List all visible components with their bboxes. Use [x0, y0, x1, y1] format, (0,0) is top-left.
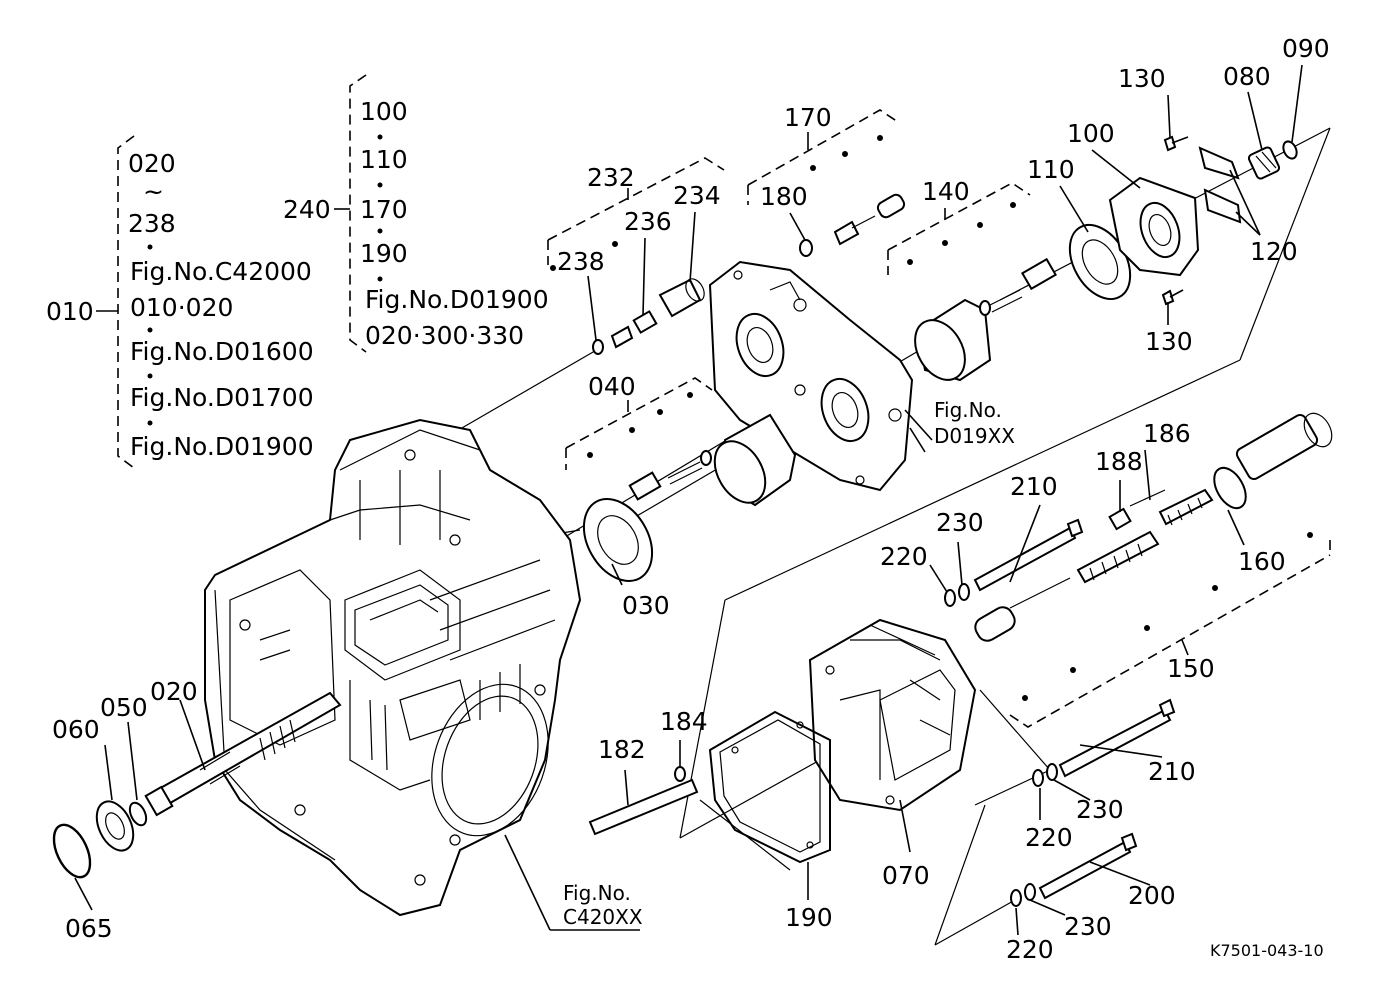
callout-labels: 010 020 ~ 238 Fig.No.C42000 010·020 Fig.…	[46, 34, 1330, 964]
cylinder-block-040	[628, 413, 797, 507]
label-140: 140	[922, 177, 970, 206]
group-marker-dots	[550, 135, 1313, 701]
label-230-b: 230	[1076, 795, 1124, 824]
o-ring-184	[674, 766, 686, 782]
drawing-number: K7501-043-10	[1210, 941, 1324, 960]
group-170-box	[747, 109, 899, 205]
snap-ring-065	[52, 823, 92, 879]
valve-170-parts	[799, 193, 906, 257]
label-110: 110	[1027, 155, 1075, 184]
label-050: 050	[100, 693, 148, 722]
label-090: 090	[1282, 34, 1330, 63]
label-210-a: 210	[1010, 472, 1058, 501]
label-020-range-start: 020	[128, 149, 176, 178]
label-184: 184	[660, 707, 708, 736]
needle-bearing-080	[1247, 146, 1281, 180]
label-230-a: 230	[936, 508, 984, 537]
bolt-200	[1038, 832, 1138, 900]
input-shaft-020	[144, 691, 342, 817]
label-fig-no-a: Fig.No.	[934, 398, 1002, 422]
label-fig-d019xx: D019XX	[934, 424, 1015, 448]
label-030: 030	[622, 591, 670, 620]
seal-090	[1282, 140, 1298, 160]
group-232-box	[547, 157, 725, 265]
gasket-190	[708, 710, 831, 864]
swash-plate-100	[1108, 176, 1200, 277]
label-170: 170	[784, 103, 832, 132]
label-020-300-330: 020·300·330	[365, 321, 524, 350]
label-020: 020	[150, 677, 198, 706]
label-236: 236	[624, 207, 672, 236]
label-238-range-end: 238	[128, 209, 176, 238]
label-200: 200	[1128, 881, 1176, 910]
plate-120	[1198, 146, 1242, 224]
label-100-top: 100	[360, 97, 408, 126]
cylinder-block-140	[914, 257, 1057, 382]
transmission-case	[204, 418, 582, 917]
bolt-210-upper	[973, 518, 1084, 592]
label-190-top: 190	[360, 239, 408, 268]
label-060: 060	[52, 715, 100, 744]
label-170-top: 170	[360, 195, 408, 224]
label-238: 238	[557, 247, 605, 276]
label-fig-c42000: Fig.No.C42000	[130, 257, 312, 286]
oil-seal-060	[95, 800, 135, 852]
label-070: 070	[882, 861, 930, 890]
group-140-box	[887, 182, 1031, 275]
label-230-c: 230	[1064, 912, 1112, 941]
check-valve-232-parts	[592, 278, 705, 355]
label-tilde: ~	[143, 177, 164, 206]
label-160: 160	[1238, 547, 1286, 576]
hst-center-section	[708, 260, 914, 492]
bracket-010	[96, 135, 153, 469]
label-240: 240	[283, 195, 331, 224]
label-040: 040	[588, 372, 636, 401]
label-182: 182	[598, 735, 646, 764]
label-210-b: 210	[1148, 757, 1196, 786]
label-130-a: 130	[1118, 64, 1166, 93]
washers-220-230-lower	[1032, 763, 1058, 787]
group-040-box	[565, 377, 713, 470]
label-010-020: 010·020	[130, 293, 233, 322]
rear-cover-070	[808, 618, 977, 812]
label-010: 010	[46, 297, 94, 326]
control-valve-150	[974, 412, 1333, 642]
label-220-b: 220	[1025, 823, 1073, 852]
pin-182	[588, 778, 699, 836]
label-fig-c420xx: C420XX	[563, 905, 643, 929]
label-150: 150	[1167, 654, 1215, 683]
label-120: 120	[1250, 237, 1298, 266]
ring-050	[128, 801, 148, 827]
label-fig-no-b: Fig.No.	[563, 881, 631, 905]
label-188: 188	[1095, 447, 1143, 476]
label-220-a: 220	[880, 542, 928, 571]
label-220-c: 220	[1006, 935, 1054, 964]
bolt-130-top	[1163, 135, 1189, 152]
bolt-210-lower	[1058, 698, 1176, 778]
label-190: 190	[785, 903, 833, 932]
leader-lines	[74, 64, 1303, 936]
label-fig-d01700: Fig.No.D01700	[130, 383, 314, 412]
bearing-030	[582, 498, 654, 582]
bolt-130-bottom	[1161, 289, 1184, 306]
label-080: 080	[1223, 62, 1271, 91]
label-180: 180	[760, 182, 808, 211]
label-fig-d01600: Fig.No.D01600	[130, 337, 314, 366]
washers-220-230-upper	[944, 583, 970, 607]
label-130-b: 130	[1145, 327, 1193, 356]
label-110-top: 110	[360, 145, 408, 174]
bracket-240	[334, 74, 383, 353]
group-150-box	[1009, 540, 1331, 728]
label-fig-d01900-b: Fig.No.D01900	[365, 285, 549, 314]
label-100: 100	[1067, 119, 1115, 148]
label-234: 234	[673, 181, 721, 210]
label-fig-d01900-a: Fig.No.D01900	[130, 432, 314, 461]
label-232: 232	[587, 163, 635, 192]
label-065: 065	[65, 914, 113, 943]
label-186: 186	[1143, 419, 1191, 448]
washers-220-230-bottom	[1010, 883, 1036, 907]
